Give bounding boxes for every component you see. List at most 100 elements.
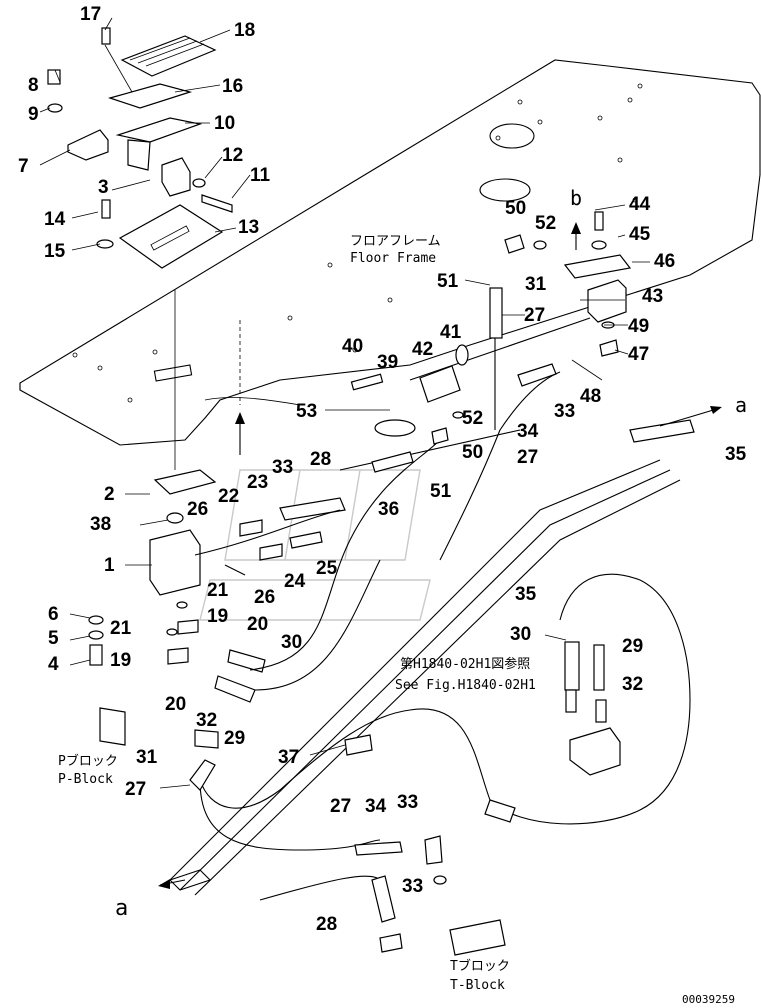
callout-22: 22 bbox=[218, 486, 239, 507]
callout-19b: 19 bbox=[110, 650, 131, 671]
callout-8: 8 bbox=[28, 75, 39, 96]
t-block bbox=[449, 919, 506, 956]
callout-20a: 20 bbox=[247, 614, 268, 635]
callout-13: 13 bbox=[238, 217, 259, 238]
callout-31b: 31 bbox=[136, 747, 158, 768]
callout-33b: 33 bbox=[272, 457, 293, 478]
text-labels: フロアフレーム Floor Frame 第H1840-02H1図参照 See F… bbox=[58, 186, 747, 1006]
callout-52a: 52 bbox=[535, 213, 556, 234]
callout-23: 23 bbox=[247, 472, 268, 493]
callout-17: 17 bbox=[80, 4, 101, 25]
valve-block-43 bbox=[533, 211, 632, 357]
callout-25: 25 bbox=[316, 558, 338, 579]
drawing-number: 00039259 bbox=[682, 993, 735, 1006]
callout-33a: 33 bbox=[554, 401, 575, 422]
callout-28b: 28 bbox=[316, 914, 337, 935]
callout-40: 40 bbox=[342, 336, 363, 357]
callout-50b: 50 bbox=[462, 442, 483, 463]
callout-41: 41 bbox=[440, 322, 462, 343]
hose-30 bbox=[564, 641, 580, 691]
pedal-block bbox=[161, 157, 191, 197]
hose-lines bbox=[168, 300, 691, 901]
ref-a-top: a bbox=[735, 393, 747, 417]
p-block-label-en: P-Block bbox=[58, 772, 113, 787]
callout-27a: 27 bbox=[524, 305, 545, 326]
callout-20b: 20 bbox=[165, 694, 186, 715]
callout-1: 1 bbox=[104, 555, 115, 576]
t-block-label-jp: Tブロック bbox=[450, 958, 510, 974]
see-fig-label-en: See Fig.H1840-02H1 bbox=[395, 678, 536, 693]
reference-arrows bbox=[158, 222, 722, 889]
callout-31a: 31 bbox=[525, 274, 547, 295]
pedal-plate bbox=[107, 83, 193, 109]
callout-34a: 34 bbox=[517, 421, 539, 442]
callout-30b: 30 bbox=[510, 624, 531, 645]
floor-slot bbox=[153, 364, 193, 382]
callout-38: 38 bbox=[90, 514, 111, 535]
see-fig-label-jp: 第H1840-02H1図参照 bbox=[400, 656, 530, 672]
callout-29a: 29 bbox=[622, 636, 643, 657]
callout-46: 46 bbox=[654, 251, 675, 272]
callout-27c: 27 bbox=[125, 779, 146, 800]
callout-48: 48 bbox=[580, 386, 601, 407]
callout-50a: 50 bbox=[505, 198, 526, 219]
callout-5: 5 bbox=[48, 628, 59, 649]
p-block bbox=[99, 707, 126, 746]
callout-39: 39 bbox=[377, 352, 398, 373]
callout-35b: 35 bbox=[515, 584, 537, 605]
callout-45: 45 bbox=[629, 224, 651, 245]
callout-29b: 29 bbox=[224, 728, 245, 749]
t-block-label-en: T-Block bbox=[450, 978, 505, 993]
callout-35a: 35 bbox=[725, 444, 747, 465]
callout-49: 49 bbox=[628, 316, 649, 337]
callout-51a: 51 bbox=[437, 271, 459, 292]
pedal-base-plate bbox=[118, 204, 224, 269]
valve-assembly bbox=[88, 469, 346, 703]
callout-28a: 28 bbox=[310, 449, 331, 470]
callout-21b: 21 bbox=[110, 618, 132, 639]
watermark-logo bbox=[199, 469, 431, 621]
callout-15: 15 bbox=[44, 241, 66, 262]
floor-frame-label-jp: フロアフレーム bbox=[350, 234, 441, 249]
callout-27b: 27 bbox=[517, 447, 538, 468]
callout-19a: 19 bbox=[207, 606, 228, 627]
callout-33d: 33 bbox=[402, 876, 423, 897]
floor-frame-plate bbox=[19, 59, 761, 446]
fittings-lower-right bbox=[99, 641, 621, 956]
callout-32b: 32 bbox=[196, 710, 217, 731]
pedal-assembly bbox=[47, 27, 233, 470]
fittings-center bbox=[350, 234, 695, 473]
callout-34b: 34 bbox=[365, 796, 387, 817]
callout-33c: 33 bbox=[397, 792, 418, 813]
floor-hole-oval bbox=[489, 123, 535, 149]
callout-9: 9 bbox=[28, 104, 39, 125]
bracket-46 bbox=[563, 254, 632, 279]
callout-53: 53 bbox=[296, 401, 317, 422]
callout-51b: 51 bbox=[430, 481, 452, 502]
callout-24: 24 bbox=[284, 571, 306, 592]
callout-26b: 26 bbox=[254, 587, 275, 608]
callout-6: 6 bbox=[48, 604, 59, 625]
ref-b: b bbox=[570, 186, 582, 210]
callouts: 17 18 8 16 9 10 7 12 3 11 14 13 15 50 52… bbox=[18, 4, 747, 935]
callout-36: 36 bbox=[378, 499, 399, 520]
callout-32a: 32 bbox=[622, 674, 643, 695]
pedal-pad bbox=[120, 35, 217, 77]
callout-37: 37 bbox=[278, 747, 299, 768]
hose-29 bbox=[593, 644, 605, 691]
leader-lines bbox=[39, 17, 650, 789]
valve-body bbox=[149, 529, 201, 596]
callout-43: 43 bbox=[642, 286, 663, 307]
callout-11: 11 bbox=[250, 165, 271, 186]
callout-2: 2 bbox=[104, 484, 115, 505]
callout-27d: 27 bbox=[330, 796, 351, 817]
callout-7: 7 bbox=[18, 156, 29, 177]
valve-gasket bbox=[153, 469, 217, 495]
callout-4: 4 bbox=[48, 654, 59, 675]
p-block-label-jp: Pブロック bbox=[58, 753, 118, 769]
callout-21a: 21 bbox=[207, 580, 229, 601]
callout-16: 16 bbox=[222, 76, 243, 97]
callout-26a: 26 bbox=[187, 499, 208, 520]
cylinder-39 bbox=[419, 365, 461, 403]
